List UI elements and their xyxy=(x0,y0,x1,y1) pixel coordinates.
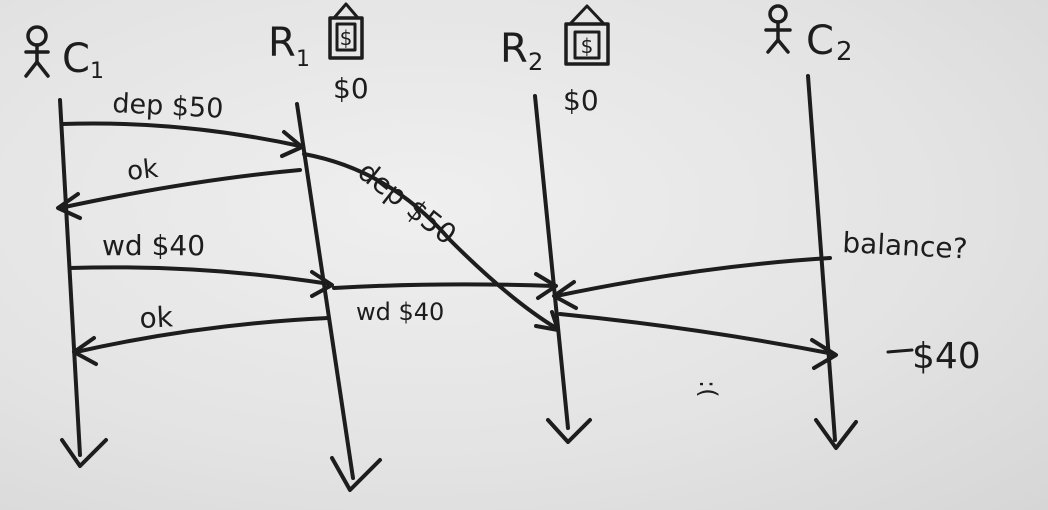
message-ok2-r1-c1-label: ok xyxy=(139,300,175,335)
reply-dash xyxy=(886,348,914,354)
lifeline-c2 xyxy=(806,74,858,450)
vault-icon: $ xyxy=(564,4,610,66)
participant-r1-label: R xyxy=(268,20,296,66)
participant-c1-subscript: 1 xyxy=(90,59,104,84)
message-dep-r1-r2-label: dep $50 xyxy=(352,155,463,252)
stick-figure-icon xyxy=(24,25,50,78)
message-balance-reply xyxy=(558,312,838,370)
participant-r2-subscript: 2 xyxy=(528,48,543,76)
message-dep-c1-r1-label: dep $50 xyxy=(112,88,224,125)
participant-r2-label: R xyxy=(500,26,528,72)
message-wd-c1-r1 xyxy=(68,265,334,298)
stick-figure-icon xyxy=(764,4,792,54)
vault-r2-symbol: $ xyxy=(581,34,594,58)
lifeline-c1 xyxy=(58,98,108,468)
message-ok2-r1-c1 xyxy=(72,316,330,366)
balance-reply-value: $40 xyxy=(912,336,981,377)
vault-icon: $ xyxy=(328,2,364,60)
message-dep-r1-r2 xyxy=(302,152,560,332)
message-ok-r1-c1-label: ok xyxy=(126,154,160,187)
vault-r1-symbol: $ xyxy=(340,26,353,50)
message-balance-query-label: balance? xyxy=(842,226,969,266)
participant-c2-subscript: 2 xyxy=(836,37,853,67)
participant-c1-label: C xyxy=(62,36,90,82)
participant-c2-label: C xyxy=(806,18,834,64)
balance-r1: $0 xyxy=(333,72,369,105)
message-wd-c1-r1-label: wd $40 xyxy=(102,229,205,262)
balance-r2: $0 xyxy=(563,84,599,117)
sad-face-annotation: :( xyxy=(694,380,722,397)
participant-r1-subscript: 1 xyxy=(296,47,310,72)
lifeline-r2 xyxy=(533,94,592,444)
message-ok-r1-c1 xyxy=(56,168,302,220)
message-balance-query xyxy=(552,256,832,310)
message-wd-r1-r2-label: wd $40 xyxy=(356,298,444,326)
message-dep-c1-r1 xyxy=(60,121,304,158)
message-wd-r1-r2 xyxy=(332,272,558,300)
